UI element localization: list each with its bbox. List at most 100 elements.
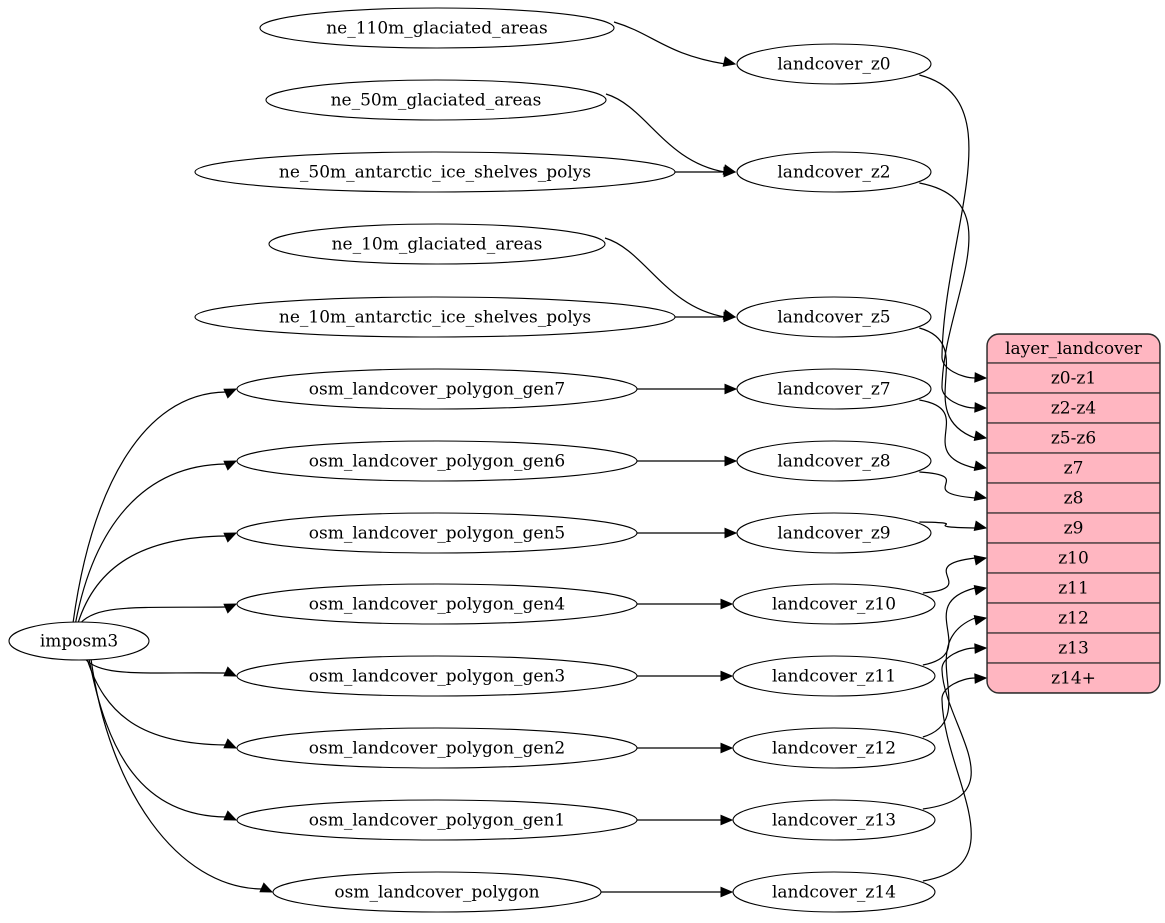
node-landcover_z9[interactable]: landcover_z9 [736,512,932,554]
node-landcover_z0[interactable]: landcover_z0 [736,43,932,85]
edge-landcover_z10-z10 [922,557,976,594]
node-ne_10m_antarctic_ice_shelves_polys[interactable]: ne_10m_antarctic_ice_shelves_polys [194,296,676,338]
node-imposm3[interactable]: imposm3 [8,621,150,661]
node-ellipse-landcover_z2 [736,151,932,193]
edge-landcover_z2-z2-z4 [919,182,976,409]
layer-landcover-table: layer_landcoverz0-z1z2-z4z5-z6z7z8z9z10z… [986,333,1161,694]
edge-landcover_z11-z11 [922,587,976,666]
edge-osm_landcover_polygon_gen1-landcover_z13-arrowhead [720,814,734,826]
node-label-ne_10m_antarctic_ice_shelves_polys: ne_10m_antarctic_ice_shelves_polys [279,308,591,328]
node-label-ne_110m_glaciated_areas: ne_110m_glaciated_areas [326,19,548,39]
table-row-label-z13: z13 [1058,639,1089,659]
node-osm_landcover_polygon_gen7[interactable]: osm_landcover_polygon_gen7 [236,368,638,410]
node-ellipse-osm_landcover_polygon_gen4 [236,583,638,625]
node-label-ne_50m_glaciated_areas: ne_50m_glaciated_areas [331,91,542,111]
node-osm_landcover_polygon_gen3[interactable]: osm_landcover_polygon_gen3 [236,655,638,697]
node-ne_50m_glaciated_areas[interactable]: ne_50m_glaciated_areas [265,79,607,121]
node-ellipse-osm_landcover_polygon_gen7 [236,368,638,410]
edge-landcover_z14-z14+-arrowhead [974,673,988,684]
table-row-label-z11: z11 [1058,579,1089,599]
edges-layer [72,21,988,898]
node-osm_landcover_polygon_gen6[interactable]: osm_landcover_polygon_gen6 [236,440,638,482]
table-row-label-z12: z12 [1058,609,1089,629]
edge-landcover_z8-z8 [919,471,976,499]
node-label-osm_landcover_polygon_gen6: osm_landcover_polygon_gen6 [309,452,565,472]
node-label-osm_landcover_polygon: osm_landcover_polygon [334,883,539,903]
table-row-label-z8: z8 [1064,489,1084,509]
edge-imposm3-osm_landcover_polygon_gen6-arrowhead [223,460,238,471]
node-label-landcover_z12: landcover_z12 [772,739,896,759]
node-landcover_z14[interactable]: landcover_z14 [732,871,936,913]
table-row-z7[interactable] [987,452,1160,484]
node-label-landcover_z14: landcover_z14 [772,883,896,903]
node-label-ne_10m_glaciated_areas: ne_10m_glaciated_areas [332,235,543,255]
edge-imposm3-osm_landcover_polygon_gen4 [80,606,227,624]
node-osm_landcover_polygon_gen1[interactable]: osm_landcover_polygon_gen1 [236,799,638,841]
node-ellipse-landcover_z13 [732,799,936,841]
node-label-landcover_z0: landcover_z0 [777,55,890,75]
edge-ne110-z0-arrowhead [722,56,737,67]
table-row-label-z7: z7 [1064,459,1084,479]
table-row-label-z10: z10 [1058,549,1089,569]
node-osm_landcover_polygon_gen2[interactable]: osm_landcover_polygon_gen2 [236,727,638,769]
node-osm_landcover_polygon_gen5[interactable]: osm_landcover_polygon_gen5 [236,512,638,554]
node-label-landcover_z13: landcover_z13 [772,811,896,831]
node-landcover_z8[interactable]: landcover_z8 [736,440,932,482]
node-osm_landcover_polygon[interactable]: osm_landcover_polygon [272,871,602,913]
edge-imposm3-osm_landcover_polygon_gen7-arrowhead [223,388,238,399]
node-label-landcover_z9: landcover_z9 [777,524,890,544]
nodes-layer: ne_110m_glaciated_areas ne_50m_glaciated_… [8,7,936,913]
edge-landcover_z12-z12 [922,617,976,738]
edge-ne50ant-z2-arrowhead [723,166,737,178]
node-ellipse-landcover_z7 [736,368,932,410]
node-landcover_z12[interactable]: landcover_z12 [732,727,936,769]
edge-ne110-z0 [613,21,726,65]
node-ellipse-landcover_z14 [732,871,936,913]
table-row-label-z9: z9 [1064,519,1084,539]
edge-landcover_z13-z13 [922,647,976,810]
node-landcover_z13[interactable]: landcover_z13 [732,799,936,841]
node-ne_50m_antarctic_ice_shelves_polys[interactable]: ne_50m_antarctic_ice_shelves_polys [194,151,676,193]
node-ellipse-ne_50m_antarctic_ice_shelves_polys [194,151,676,193]
edge-osm_landcover_polygon_gen7-landcover_z7-arrowhead [724,383,738,395]
node-label-osm_landcover_polygon_gen4: osm_landcover_polygon_gen4 [309,595,565,615]
node-label-landcover_z5: landcover_z5 [777,308,890,328]
node-label-landcover_z11: landcover_z11 [772,667,896,687]
edge-osm_landcover_polygon_gen2-landcover_z12-arrowhead [720,742,734,754]
node-ne_110m_glaciated_areas[interactable]: ne_110m_glaciated_areas [259,7,615,49]
node-ellipse-landcover_z9 [736,512,932,554]
edge-landcover_z0-z0-z1 [919,74,976,379]
node-landcover_z10[interactable]: landcover_z10 [732,583,936,625]
node-osm_landcover_polygon_gen4[interactable]: osm_landcover_polygon_gen4 [236,583,638,625]
edge-landcover_z5-z5-z6 [919,327,976,439]
node-ellipse-landcover_z0 [736,43,932,85]
edge-imposm3-osm_landcover_polygon_gen3 [84,658,227,674]
edge-landcover_z10-z10-arrowhead [973,555,988,566]
edge-imposm3-osm_landcover_polygon-arrowhead [259,882,274,893]
node-landcover_z5[interactable]: landcover_z5 [736,296,932,338]
node-ellipse-ne_10m_glaciated_areas [268,223,606,265]
table-row-z8[interactable] [987,482,1160,514]
node-ellipse-landcover_z5 [736,296,932,338]
table-row-z14+[interactable] [987,662,1160,693]
node-landcover_z7[interactable]: landcover_z7 [736,368,932,410]
edge-landcover_z5-z5-z6-arrowhead [973,430,988,441]
node-label-osm_landcover_polygon_gen5: osm_landcover_polygon_gen5 [309,524,565,544]
edge-osm_landcover_polygon_gen4-landcover_z10-arrowhead [720,598,734,610]
edge-osm_landcover_polygon_gen3-landcover_z11-arrowhead [720,670,734,682]
edge-landcover_z7-z7 [919,399,976,469]
node-ellipse-osm_landcover_polygon [272,871,602,913]
node-label-osm_landcover_polygon_gen7: osm_landcover_polygon_gen7 [309,380,565,400]
node-landcover_z11[interactable]: landcover_z11 [732,655,936,697]
node-ne_10m_glaciated_areas[interactable]: ne_10m_glaciated_areas [268,223,606,265]
edge-landcover_z9-z9-arrowhead [973,520,988,531]
table-row-z11[interactable] [987,572,1160,604]
node-ellipse-osm_landcover_polygon_gen1 [236,799,638,841]
node-label-landcover_z10: landcover_z10 [772,595,896,615]
node-label-osm_landcover_polygon_gen2: osm_landcover_polygon_gen2 [309,739,565,759]
node-landcover_z2[interactable]: landcover_z2 [736,151,932,193]
table-row-z5-z6[interactable] [987,422,1160,454]
edge-imposm3-osm_landcover_polygon [90,658,263,890]
table-body: layer_landcoverz0-z1z2-z4z5-z6z7z8z9z10z… [987,334,1160,693]
